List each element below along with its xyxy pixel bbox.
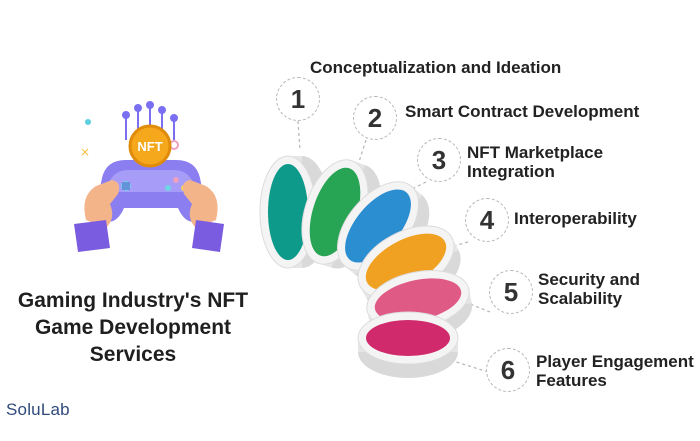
controller-illustration: × NFT: [74, 101, 224, 252]
step-label-2: Smart Contract Development: [405, 102, 639, 121]
nft-coin-icon: [128, 124, 172, 168]
step-number-5: 5: [489, 270, 533, 314]
right-sleeve-icon: [192, 220, 224, 252]
connector-line-6: [449, 359, 489, 373]
page-title: Gaming Industry's NFT Game Development S…: [8, 287, 258, 368]
disc-face-5: [374, 278, 462, 322]
step-label-1: Conceptualization and Ideation: [310, 58, 561, 77]
sparkle-icon: [85, 119, 91, 125]
connector-line-2: [357, 139, 367, 166]
step-number-3: 3: [417, 138, 461, 182]
disc-face-1: [268, 164, 308, 260]
step-number-4: 4: [465, 198, 509, 242]
left-hand-icon: [84, 180, 120, 228]
title-line-1: Gaming Industry's NFT: [17, 289, 249, 312]
sparkle-x-icon: ×: [80, 145, 90, 159]
disc-6: [357, 311, 459, 378]
disc-face-4: [365, 233, 447, 291]
step-label-4: Interoperability: [514, 209, 637, 228]
circuit-lines-icon: [122, 101, 178, 140]
step-number-2: 2: [353, 96, 397, 140]
step-label-line: Features: [536, 371, 607, 390]
step-number-6: 6: [486, 348, 530, 392]
step-number-1: 1: [276, 77, 320, 121]
title-line-3: Services: [89, 343, 177, 366]
step-label-line: Security and: [538, 270, 641, 289]
connector-line-1: [297, 120, 301, 151]
left-sleeve-icon: [74, 220, 110, 252]
disc-face-6: [366, 320, 450, 356]
title-line-2: Game Development: [34, 316, 232, 339]
step-label-line: Interoperability: [514, 209, 637, 228]
coin-label: NFT: [137, 139, 162, 154]
step-label-line: Smart Contract Development: [405, 102, 640, 121]
step-label-line: NFT Marketplace: [467, 143, 604, 162]
right-hand-icon: [182, 180, 218, 228]
step-label-line: Scalability: [538, 289, 623, 308]
step-label-line: Player Engagement: [536, 352, 694, 371]
step-label-line: Conceptualization and Ideation: [310, 58, 562, 77]
brand-logo: SoluLab: [6, 400, 70, 419]
disc-face-3: [345, 189, 411, 263]
step-label-line: Integration: [467, 162, 555, 181]
